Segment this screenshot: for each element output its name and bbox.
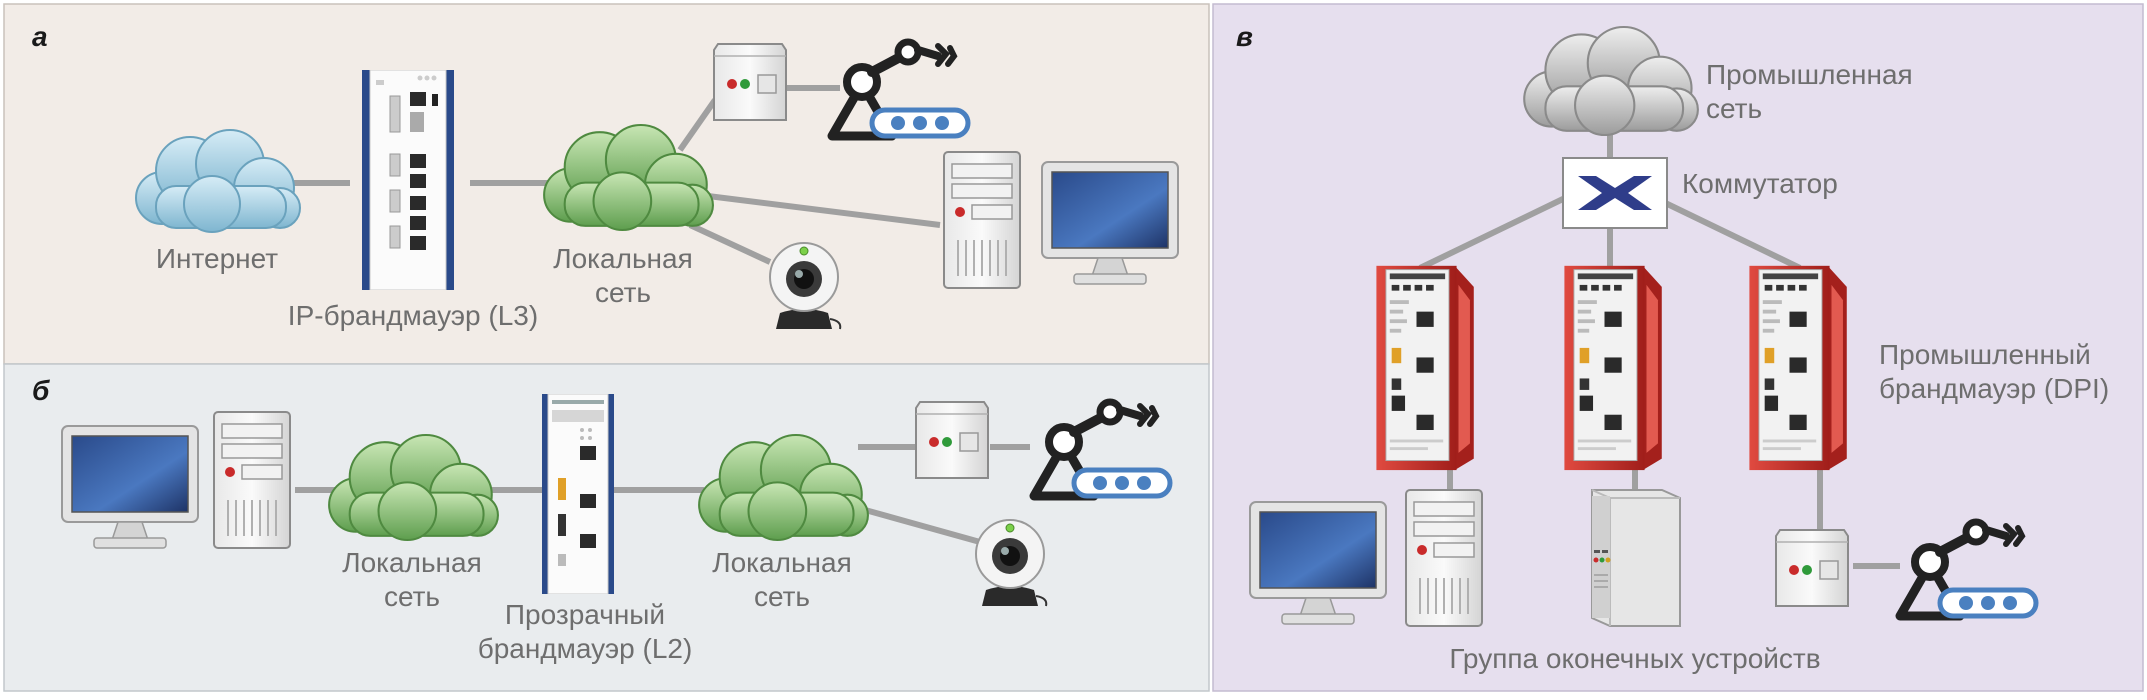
controller-a-icon bbox=[713, 43, 787, 121]
controller-c-icon bbox=[1775, 529, 1849, 607]
transparent-firewall-label-line2: брандмауэр (L2) bbox=[478, 633, 693, 664]
controller-b-icon bbox=[915, 401, 989, 479]
transparent-firewall-l2-icon bbox=[542, 394, 614, 594]
pc-tower-b-icon bbox=[213, 411, 291, 549]
server-c-icon bbox=[1591, 489, 1681, 627]
industrial-network-label-line1: Промышленная bbox=[1706, 59, 1913, 90]
switch-label: Коммутатор bbox=[1682, 168, 1838, 199]
industrial-network-label-line2: сеть bbox=[1706, 93, 1762, 124]
lan-a-label-line2: сеть bbox=[595, 277, 651, 308]
ip-firewall-l3-icon bbox=[361, 70, 455, 290]
lan-b2-label-line1: Локальная bbox=[712, 547, 852, 578]
dpi-firewall-1-icon bbox=[1375, 265, 1475, 471]
endpoint-group-label: Группа оконечных устройств bbox=[1449, 643, 1820, 674]
lan-b1-label-line1: Локальная bbox=[342, 547, 482, 578]
ip-firewall-l3-label: IP-брандмауэр (L3) bbox=[288, 300, 538, 331]
panel-b-letter: б bbox=[32, 375, 50, 406]
pc-tower-c-icon bbox=[1405, 489, 1483, 627]
panel-b-links bbox=[295, 444, 1030, 545]
dpi-firewall-2-icon bbox=[1563, 265, 1663, 471]
transparent-firewall-label-line1: Прозрачный bbox=[505, 599, 665, 630]
lan-a-label-line1: Локальная bbox=[553, 243, 693, 274]
switch-icon bbox=[1562, 157, 1668, 229]
lan-b1-label-line2: сеть bbox=[384, 581, 440, 612]
dpi-firewall-label-line1: Промышленный bbox=[1879, 339, 2091, 370]
lan-b2-label-line2: сеть bbox=[754, 581, 810, 612]
internet-label: Интернет bbox=[156, 243, 278, 274]
pc-tower-a-icon bbox=[943, 151, 1021, 289]
dpi-firewall-3-icon bbox=[1748, 265, 1848, 471]
panel-c-letter: в bbox=[1236, 21, 1253, 52]
panel-a-links bbox=[290, 85, 941, 265]
panel-a-letter: а bbox=[32, 21, 48, 52]
dpi-firewall-label-line2: брандмауэр (DPI) bbox=[1879, 373, 2109, 404]
